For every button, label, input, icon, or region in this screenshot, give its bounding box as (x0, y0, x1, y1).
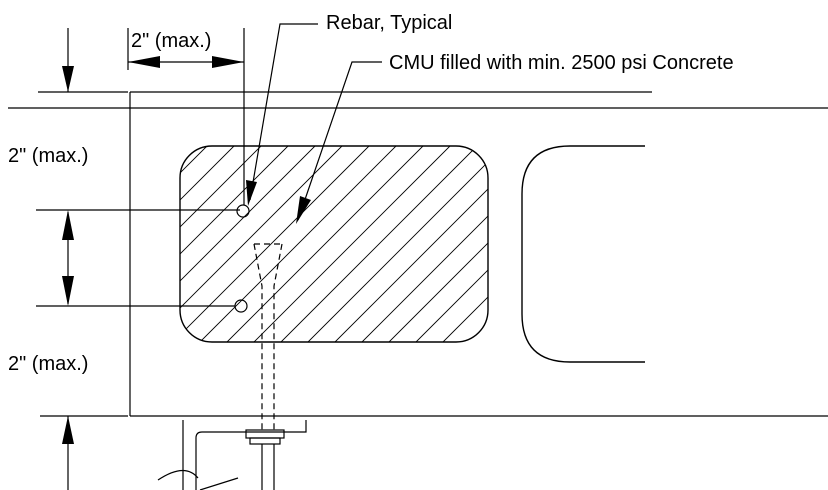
cell-outline (179, 145, 489, 343)
rebar-upper (236, 204, 250, 218)
break-line (157, 469, 199, 481)
hatch-line (180, 146, 370, 342)
hatch-line (361, 146, 488, 342)
cmu-block (8, 91, 828, 417)
hatch-line (180, 146, 208, 342)
hatch-line (388, 146, 488, 342)
hatch-line (180, 146, 181, 342)
filled-cell (179, 145, 693, 343)
dimension-top (127, 28, 245, 205)
hatch-line (180, 146, 316, 342)
dim-top-label: 2" (max.) (131, 30, 211, 52)
leader-cmu (296, 61, 382, 224)
hatch-line (253, 146, 451, 342)
hatch-line (180, 146, 289, 342)
anchor-bolt (245, 243, 285, 490)
adjacent-cell (521, 145, 645, 363)
hatch-line (497, 146, 693, 342)
cmu-label: CMU filled with min. 2500 psi Concrete (389, 52, 734, 74)
break-line-2 (199, 477, 239, 490)
concrete-hatch (180, 146, 693, 342)
rebar-lower (234, 299, 248, 313)
hatch-line (307, 146, 488, 342)
dimension-left (36, 28, 240, 490)
bolt-washer (249, 437, 281, 445)
dim-left-upper-label: 2" (max.) (8, 145, 88, 167)
hatch-line (199, 146, 397, 342)
hatch-line (415, 146, 488, 342)
dim-left-lower-label: 2" (max.) (8, 353, 88, 375)
hatch-line (334, 146, 488, 342)
hatch-line (469, 146, 488, 342)
leader-rebar (246, 23, 318, 206)
hatch-line (180, 146, 343, 342)
hatch-line (280, 146, 478, 342)
hatch-line (226, 146, 424, 342)
bolt-nut (245, 429, 285, 439)
hatch-line (442, 146, 488, 342)
hatch-line (180, 146, 262, 342)
hatch-line (180, 146, 235, 342)
rebar-label: Rebar, Typical (326, 12, 452, 34)
steel-angle (182, 420, 307, 490)
